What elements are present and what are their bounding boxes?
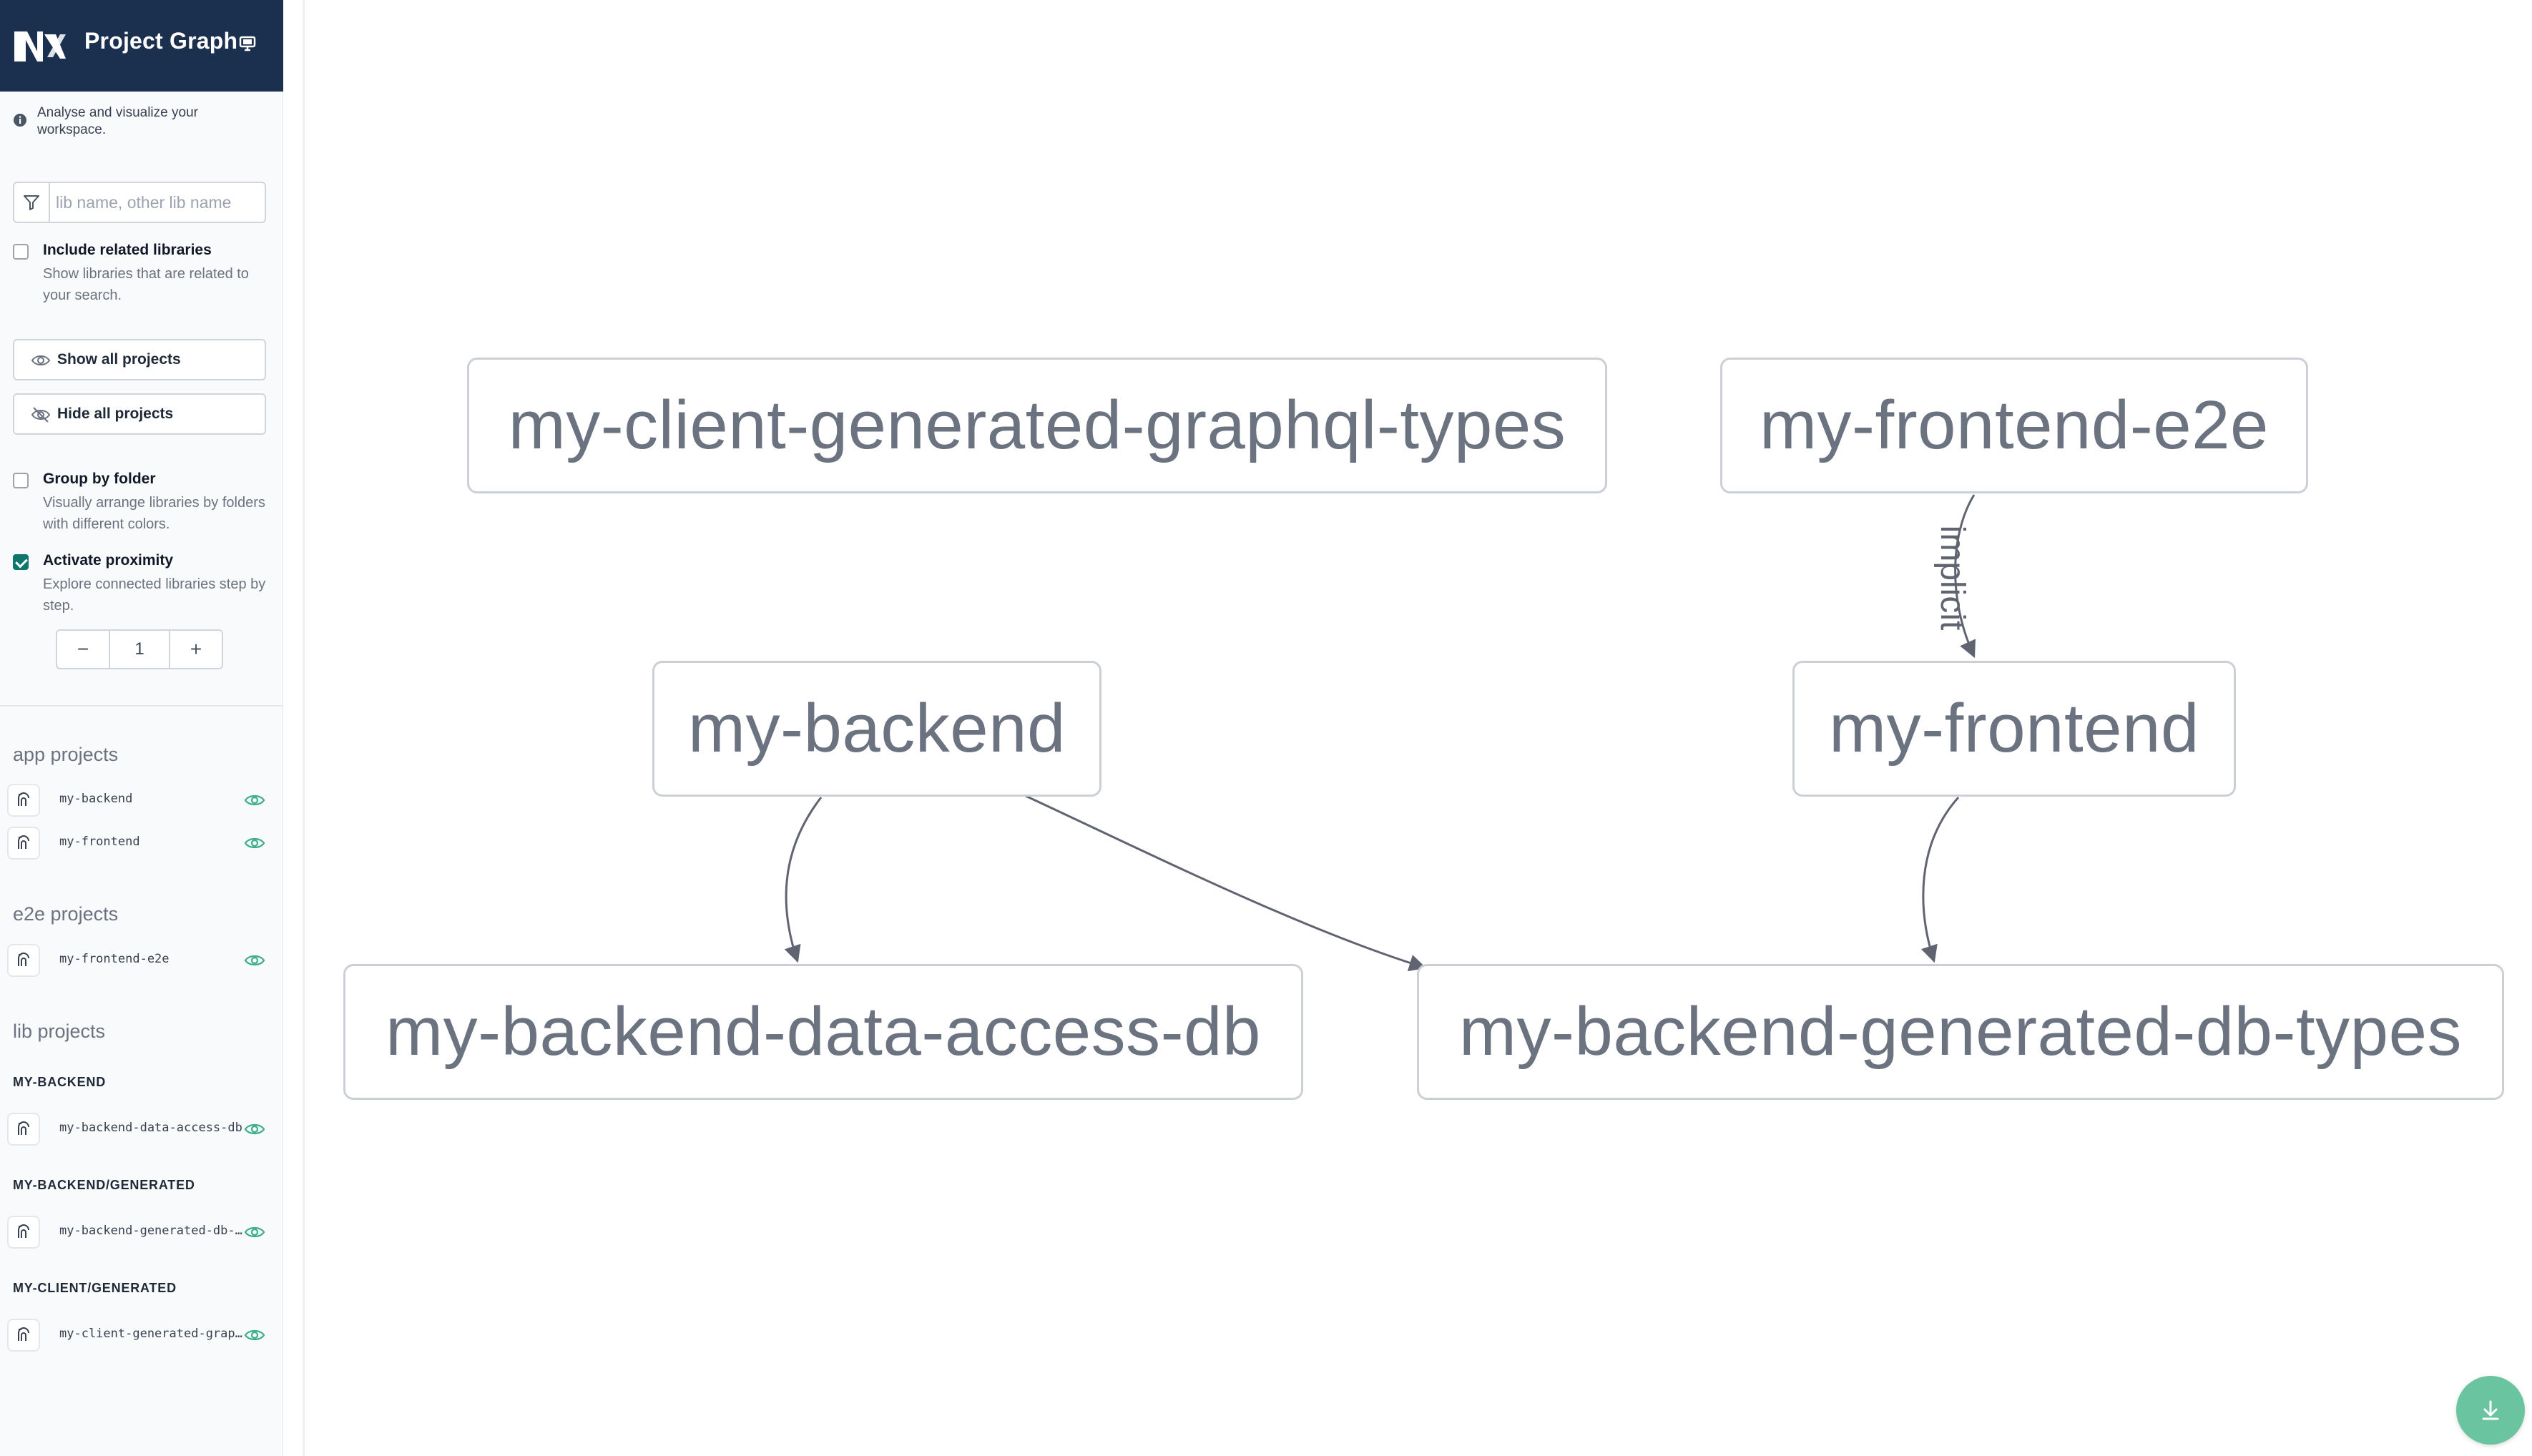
node-label: my-frontend-e2e (1760, 387, 2269, 463)
include-related-description: Show libraries that are related to your … (43, 266, 249, 303)
hide-all-projects-button[interactable]: Hide all projects (13, 393, 266, 435)
folder-title-my-client-generated: MY-CLIENT/GENERATED (13, 1281, 177, 1295)
project-item-my-backend-generated-db-types[interactable]: my-backend-generated-db-types (7, 1214, 279, 1250)
project-name[interactable]: my-backend (59, 792, 133, 806)
node-label: my-backend (688, 690, 1066, 767)
search-input[interactable] (56, 189, 260, 216)
node-label: my-client-generated-graphql-types (508, 387, 1566, 463)
nx-logo-icon (14, 31, 66, 62)
eye-icon[interactable] (243, 1326, 266, 1344)
project-icon[interactable] (7, 944, 40, 977)
info-text: Analyse and visualize your workspace. (37, 105, 198, 137)
proximity-value: 1 (134, 639, 144, 659)
sidebar-resize-divider[interactable] (283, 0, 305, 1456)
activate-proximity-checkbox[interactable] (13, 554, 29, 570)
node-label: my-backend-generated-db-types (1459, 993, 2462, 1070)
project-name[interactable]: my-frontend-e2e (59, 952, 170, 966)
e2e-projects-title: e2e projects (13, 903, 119, 925)
graph-node[interactable]: my-backend (652, 661, 1101, 797)
edge-frontend-e2e-to-frontend[interactable] (1954, 494, 1976, 659)
proximity-stepper: − 1 + (56, 629, 223, 669)
lib-projects-title: lib projects (13, 1020, 106, 1042)
app-projects-title: app projects (13, 744, 119, 765)
project-name[interactable]: my-backend-data-access-db (59, 1121, 242, 1135)
sidebar-divider (0, 705, 283, 707)
project-name[interactable]: my-backend-generated-db-types (59, 1224, 244, 1238)
graph-node[interactable]: my-client-generated-graphql-types (467, 358, 1607, 493)
include-related-checkbox[interactable] (13, 244, 29, 260)
activate-proximity-description: Explore connected libraries step by step… (43, 576, 266, 614)
project-name[interactable]: my-client-generated-graphql-types (59, 1327, 244, 1341)
activate-proximity-label: Activate proximity (43, 552, 174, 569)
eye-icon[interactable] (243, 1223, 266, 1241)
sidebar: Project Graph Analyse and visualize your… (0, 0, 283, 1456)
project-item-my-frontend-e2e[interactable]: my-frontend-e2e (7, 943, 279, 978)
project-icon[interactable] (7, 1216, 40, 1249)
project-name[interactable]: my-frontend (59, 835, 140, 849)
download-button[interactable] (2456, 1376, 2525, 1445)
sidebar-header: Project Graph (0, 0, 283, 92)
edge-label-implicit: implicit (1933, 526, 1971, 631)
eye-icon[interactable] (243, 1120, 266, 1138)
folder-title-my-backend-generated: MY-BACKEND/GENERATED (13, 1178, 195, 1192)
project-item-my-client-generated-graphql-types[interactable]: my-client-generated-graphql-types (7, 1317, 279, 1353)
project-icon[interactable] (7, 784, 40, 817)
edge-backend-to-generated-db-types[interactable] (1025, 795, 1427, 972)
group-by-folder-label: Group by folder (43, 471, 156, 487)
node-label: my-backend-data-access-db (386, 993, 1261, 1070)
eye-icon[interactable] (243, 834, 266, 852)
decrement-button[interactable]: − (57, 631, 110, 668)
show-all-label: Show all projects (57, 351, 181, 368)
edge-frontend-to-generated-db-types[interactable] (1920, 797, 1960, 963)
group-by-folder-checkbox[interactable] (13, 473, 29, 488)
project-item-my-backend[interactable]: my-backend (7, 782, 279, 818)
increment-button[interactable]: + (169, 631, 222, 668)
info-icon (14, 114, 26, 127)
show-all-projects-button[interactable]: Show all projects (13, 339, 266, 380)
graph-node[interactable]: my-frontend (1792, 661, 2236, 797)
group-by-folder-description: Visually arrange libraries by folders wi… (43, 495, 265, 532)
project-item-my-frontend[interactable]: my-frontend (7, 825, 279, 861)
monitor-icon[interactable] (237, 34, 257, 54)
filter-icon-wrap (14, 183, 50, 222)
graph-node[interactable]: my-backend-data-access-db (343, 964, 1303, 1100)
graph-node[interactable]: my-backend-generated-db-types (1417, 964, 2504, 1100)
include-related-label: Include related libraries (43, 242, 212, 258)
eye-slash-icon (31, 407, 51, 423)
edge-backend-to-data-access-db[interactable] (784, 797, 823, 963)
page-title: Project Graph (84, 28, 238, 54)
eye-icon[interactable] (243, 951, 266, 970)
filter-box (13, 182, 266, 223)
project-icon[interactable] (7, 827, 40, 860)
download-icon (2482, 1400, 2499, 1420)
filter-icon (24, 195, 39, 210)
node-label: my-frontend (1829, 690, 2199, 767)
hide-all-label: Hide all projects (57, 405, 174, 422)
project-icon[interactable] (7, 1319, 40, 1352)
graph-node[interactable]: my-frontend-e2e (1720, 358, 2308, 493)
project-item-my-backend-data-access-db[interactable]: my-backend-data-access-db (7, 1111, 279, 1147)
eye-icon[interactable] (243, 791, 266, 810)
project-icon[interactable] (7, 1113, 40, 1146)
folder-title-my-backend: MY-BACKEND (13, 1075, 107, 1089)
eye-icon (31, 355, 51, 365)
